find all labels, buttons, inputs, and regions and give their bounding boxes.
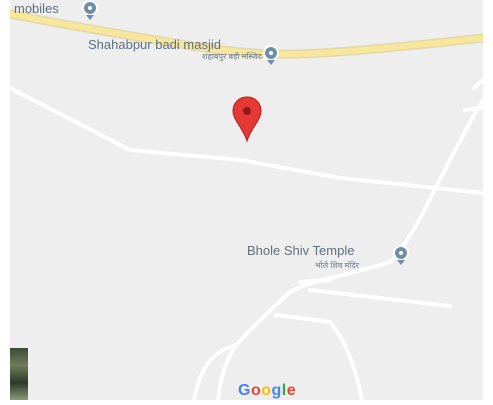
place-pin-icon[interactable] — [82, 0, 98, 16]
logo-letter: o — [250, 382, 262, 399]
place-pin-icon[interactable] — [393, 245, 409, 261]
place-pin-icon[interactable] — [263, 45, 279, 61]
local-road-diagonal — [10, 86, 483, 195]
local-road-south — [274, 313, 364, 400]
local-road-east — [298, 278, 332, 284]
google-logo: Google — [238, 382, 296, 400]
place-label-shahabpur-badi-masjid[interactable]: Shahabpur badi masjid — [88, 37, 221, 52]
local-road-stub — [463, 106, 483, 112]
logo-letter: G — [238, 382, 251, 399]
map-canvas[interactable]: mobiles Shahabpur badi masjid शहाबपुर बड… — [10, 0, 483, 400]
place-pin-tail — [86, 15, 94, 20]
satellite-layer-thumbnail[interactable] — [10, 348, 28, 400]
place-label-mobiles[interactable]: mobiles — [14, 1, 59, 16]
logo-letter: l — [281, 382, 287, 399]
logo-letter: o — [261, 382, 272, 399]
logo-letter: e — [286, 382, 297, 399]
place-label-shahabpur-local: शहाबपुर बड़ी मस्जिद — [202, 52, 262, 61]
logo-letter: g — [271, 382, 282, 399]
local-road-branch — [472, 78, 483, 90]
map-roads — [10, 9, 483, 400]
place-label-bhole-shiv-temple[interactable]: Bhole Shiv Temple — [247, 243, 355, 258]
place-pin-tail — [267, 60, 275, 65]
place-pin-tail — [397, 260, 405, 265]
local-road-south-east — [308, 288, 452, 308]
local-road-southwest — [192, 343, 238, 400]
red-location-marker-icon — [232, 96, 262, 143]
place-label-bhole-shiv-local: भोले शिव मंदिर — [315, 261, 359, 270]
